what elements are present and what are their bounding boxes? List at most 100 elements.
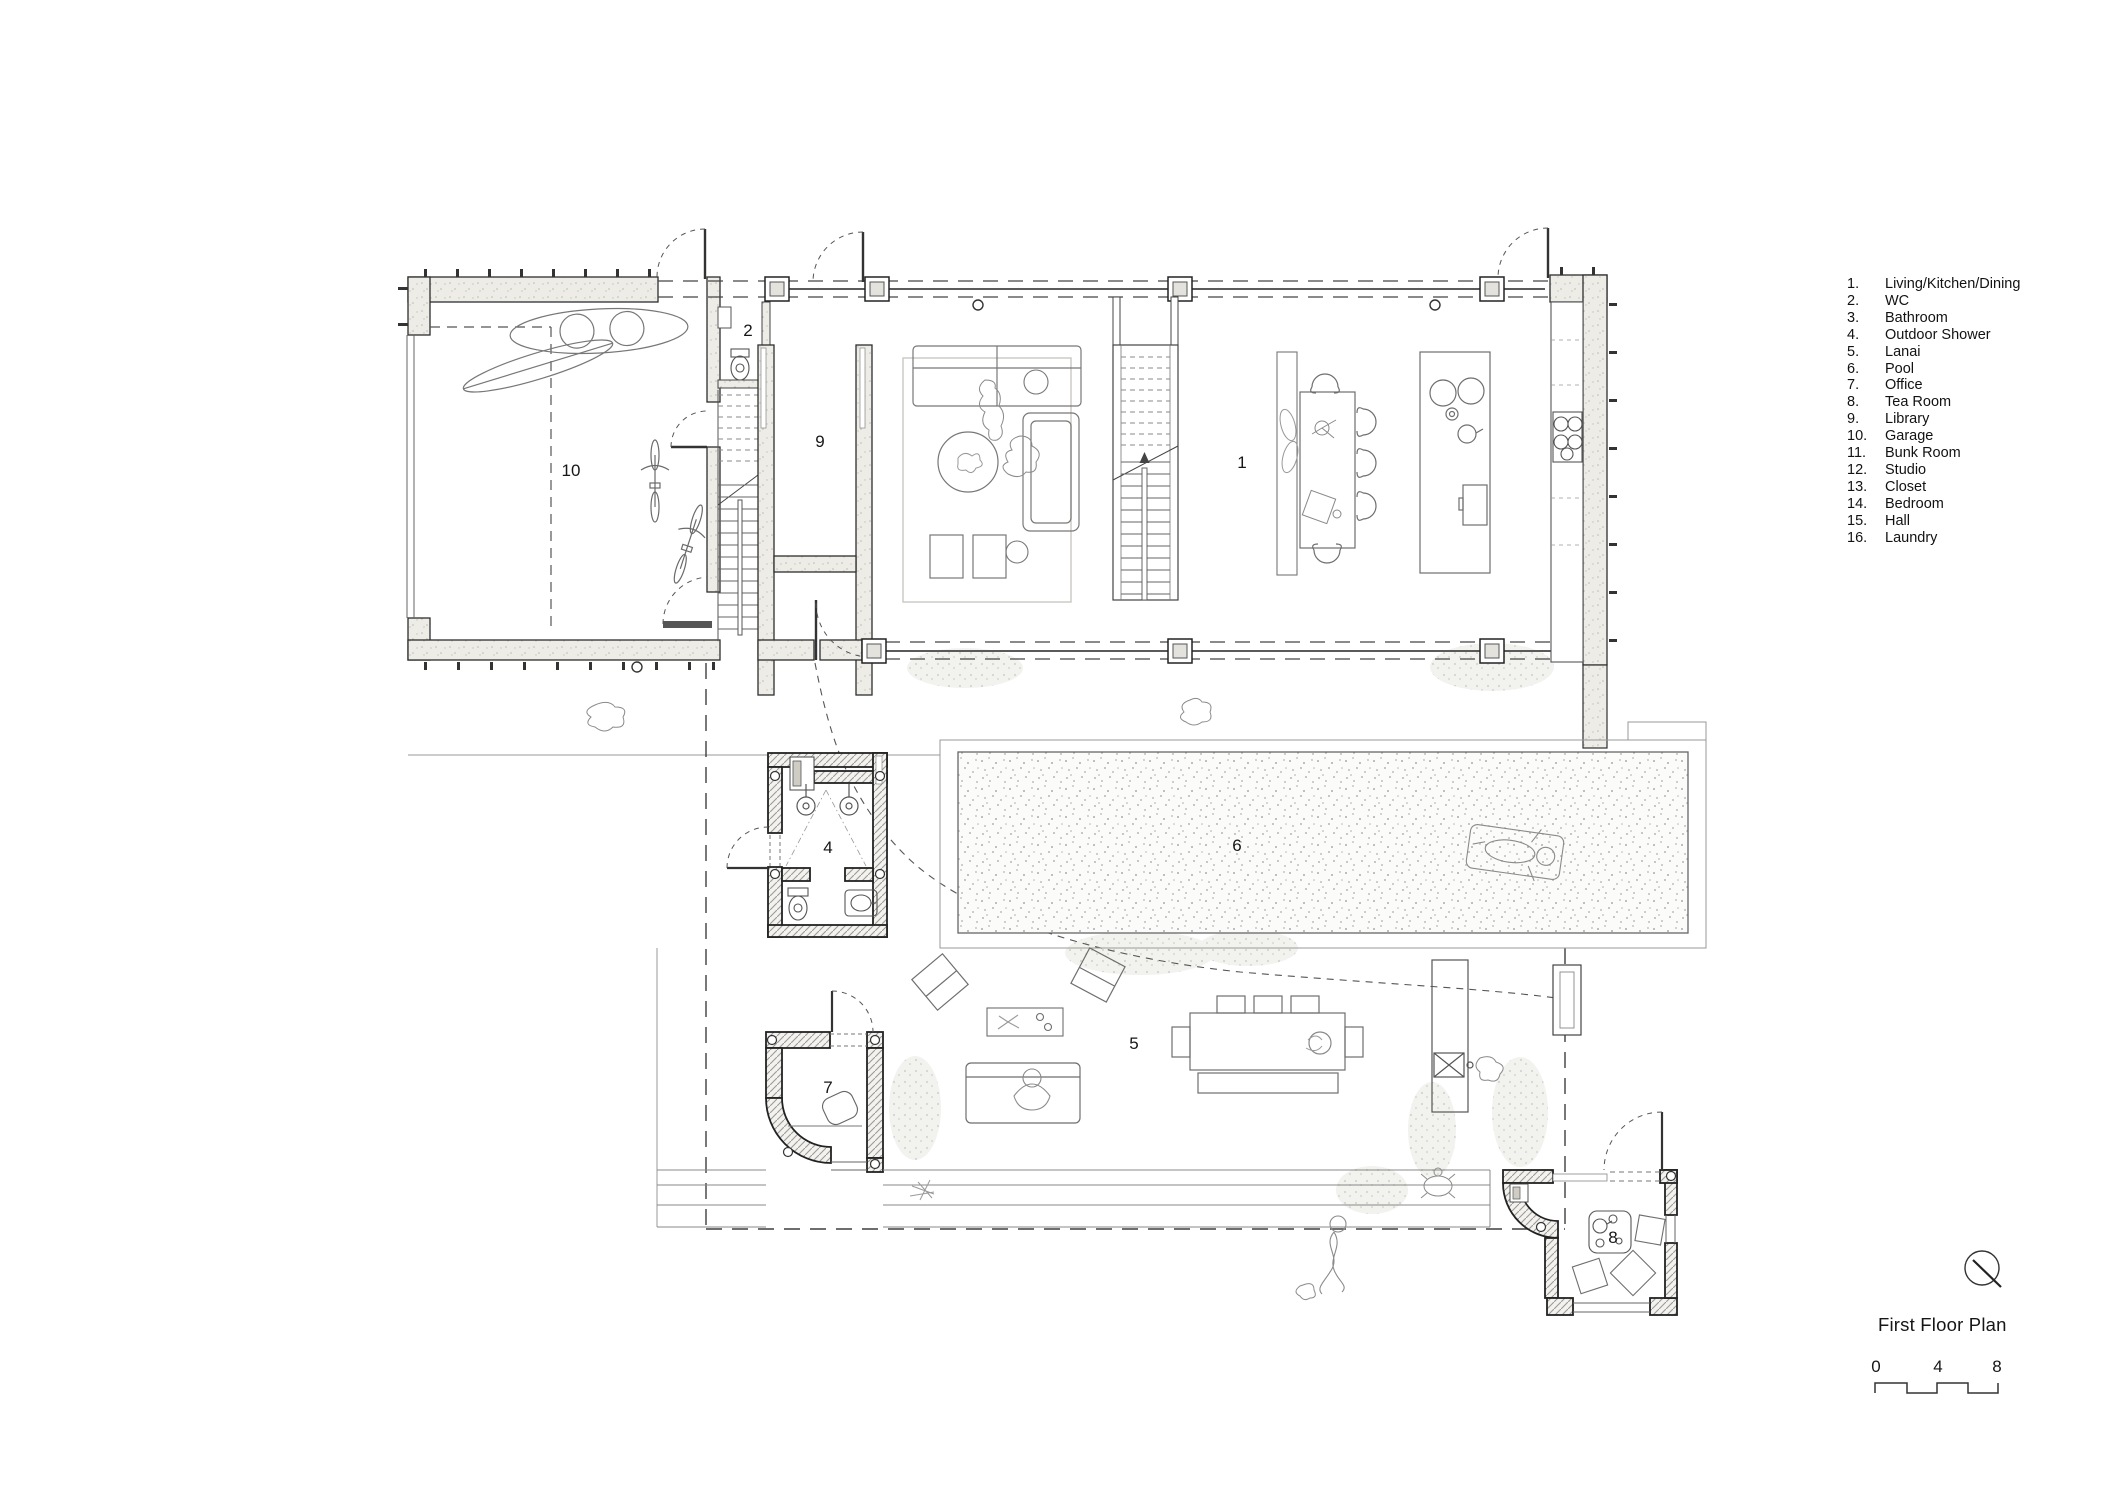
ottoman: [972, 534, 1007, 579]
surfboard-icon: [462, 339, 614, 393]
door-leaf: [703, 228, 1550, 282]
office-room: [765, 990, 884, 1173]
legend-item-label: WC: [1885, 292, 1910, 309]
legend-item-number: 14.: [1847, 495, 1868, 512]
legend-item: 3. Bathroom: [1847, 310, 2020, 327]
legend-item-label: Closet: [1885, 478, 1927, 495]
legend-item: 4.Outdoor Shower: [1847, 327, 2020, 344]
legend-item-label: Living/Kitchen/Dining: [1885, 276, 2021, 292]
column-post: [861, 638, 1505, 664]
pool-deck: [939, 739, 1707, 949]
cat-icon: [957, 452, 983, 474]
console-shelf: [1276, 351, 1298, 576]
legend-item-label: Tea Room: [1885, 394, 1952, 411]
outdoor-kitchen: [1431, 959, 1474, 1113]
room-label-wc: 2: [743, 321, 752, 340]
room-label-living: 1: [1237, 453, 1246, 472]
shower-head-icon: [796, 784, 859, 816]
garage-north-wall: [407, 276, 659, 303]
door-swing: [831, 990, 874, 1033]
drawing-title: First Floor Plan: [1878, 1314, 2007, 1335]
legend-item-label: Library: [1885, 411, 1930, 428]
legend-item: 7.Office: [1847, 377, 2020, 394]
legend-item: 2. WC: [1847, 293, 2020, 310]
roof-outline-dashed: [705, 663, 1566, 1230]
title-block: First Floor Plan 0 4 8: [1871, 1250, 2007, 1394]
pool: [957, 751, 1689, 934]
dining-table: [1299, 391, 1356, 549]
room-label-library: 9: [815, 432, 824, 451]
dining-area: [1276, 351, 1377, 576]
bicycle-icon: [640, 439, 670, 523]
legend-item: 1.Living/Kitchen/Dining: [1847, 276, 2020, 293]
cat-icon: [1180, 697, 1212, 726]
door-swing: [815, 602, 871, 658]
north-colonnade: [656, 227, 1550, 311]
stair-direction-arrow: [1139, 452, 1150, 463]
bird-icon: [1295, 1283, 1316, 1301]
bird-icon: [1475, 1056, 1504, 1082]
legend-item: 5.Lanai: [1847, 344, 2020, 361]
ottoman: [929, 534, 964, 579]
library: [757, 344, 873, 696]
legend-item: 12. Studio: [1847, 462, 2020, 479]
room-label-pool: 6: [1232, 836, 1241, 855]
room-label-office: 7: [823, 1078, 832, 1097]
room-label-garage: 10: [562, 461, 581, 480]
legend-item-label: Bathroom: [1885, 309, 1948, 326]
legend-item-number: 2.: [1847, 292, 1860, 309]
kayak-icon: [509, 307, 689, 355]
scale-label-8: 8: [1992, 1357, 2001, 1376]
courtyard: [408, 662, 1566, 1230]
living-furniture: [902, 345, 1082, 603]
tea-room: [1502, 1111, 1678, 1316]
pool-float-person: [1465, 824, 1565, 882]
slope-lines: [785, 789, 867, 867]
legend-item-number: 15.: [1847, 512, 1868, 529]
outdoor-dining-set: [1171, 995, 1364, 1094]
dining-chair: [1310, 373, 1377, 564]
legend-item-label: Studio: [1885, 461, 1927, 478]
bicycle-icon: [673, 504, 706, 584]
lanai-steps: [657, 1169, 1491, 1228]
legend-item: 6.Pool: [1847, 361, 2020, 378]
door-swing: [662, 576, 711, 625]
pool-area: [939, 721, 1707, 949]
room-label-tea-room: 8: [1608, 1228, 1617, 1247]
toilet-icon: [730, 348, 750, 381]
legend-item-label: Lanai: [1885, 343, 1921, 360]
kitchen-island: [1419, 351, 1491, 574]
sink-icon: [844, 889, 878, 917]
legend-item-label: Hall: [1885, 512, 1910, 529]
north-arrow-icon: [1964, 1250, 2002, 1288]
legend-item-number: 10.: [1847, 428, 1868, 445]
outdoor-shower-room: [726, 752, 888, 938]
legend-item: 10.Garage: [1847, 428, 2020, 445]
legend-item-number: 4.: [1847, 326, 1860, 343]
garage: [398, 269, 721, 670]
dog-icon: [586, 701, 626, 732]
plant-icon: [909, 1179, 935, 1201]
legend-item: 16.Laundry: [1847, 530, 2020, 547]
legend-item-label: Bunk Room: [1885, 445, 1961, 462]
scale-label-4: 4: [1933, 1357, 1942, 1376]
living-kitchen-dining: [631, 227, 1617, 749]
lounge-chair: [1070, 947, 1126, 1003]
window: [1573, 1215, 1676, 1313]
dog-icon: [1002, 435, 1040, 478]
tea-table: [1588, 1210, 1632, 1254]
garage-overhead-dashed: [430, 326, 552, 632]
scale-label-0: 0: [1871, 1357, 1880, 1376]
legend-item-number: 16.: [1847, 529, 1868, 546]
legend-item-number: 3.: [1847, 309, 1860, 326]
door-swing: [670, 410, 708, 448]
legend-item-label: Pool: [1885, 360, 1915, 377]
legend-item-number: 7.: [1847, 377, 1860, 394]
legend-item-number: 11.: [1847, 445, 1867, 462]
wall-battens: [398, 269, 715, 670]
cooktop-icon: [1552, 411, 1583, 463]
legend-item-number: 9.: [1847, 411, 1860, 428]
door-swing: [726, 826, 769, 869]
legend-item-number: 12.: [1847, 461, 1868, 478]
